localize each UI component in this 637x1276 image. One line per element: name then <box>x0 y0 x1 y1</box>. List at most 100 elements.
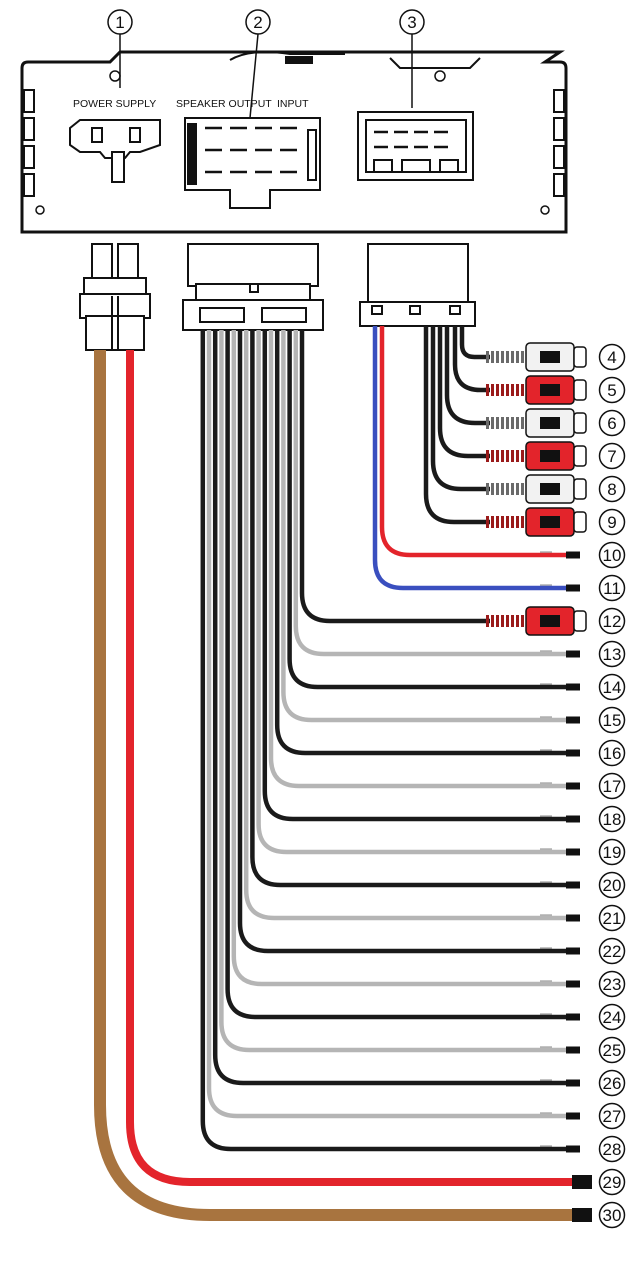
input-label: INPUT <box>277 98 309 110</box>
svg-text:25: 25 <box>603 1041 622 1060</box>
lead-tip-27 <box>566 1112 580 1120</box>
lead-tip-21 <box>566 914 580 922</box>
callout-17: 17 <box>598 772 626 800</box>
input-socket <box>357 111 474 181</box>
lead-tip-15 <box>566 716 580 724</box>
rca-plug-4 <box>486 342 587 372</box>
wire-11 <box>372 326 578 591</box>
svg-text:8: 8 <box>607 480 616 499</box>
callout-20: 20 <box>598 871 626 899</box>
svg-text:15: 15 <box>603 711 622 730</box>
callout-19: 19 <box>598 838 626 866</box>
wire-21 <box>243 330 578 921</box>
svg-text:2: 2 <box>253 13 262 32</box>
wire-9 <box>423 326 490 525</box>
rca-plug-7 <box>486 441 587 471</box>
terminal-30 <box>572 1208 592 1222</box>
wire-30 <box>94 350 575 1221</box>
callout-2: 2 <box>245 9 271 119</box>
svg-text:9: 9 <box>607 513 616 532</box>
svg-text:23: 23 <box>603 975 622 994</box>
callout-23: 23 <box>598 970 626 998</box>
callout-5: 5 <box>598 376 626 404</box>
speaker-plug <box>182 243 324 331</box>
lead-tip-20 <box>566 881 580 889</box>
wire-7 <box>437 326 490 459</box>
lead-tip-17 <box>566 782 580 790</box>
svg-text:30: 30 <box>603 1206 622 1225</box>
callout-25: 25 <box>598 1036 626 1064</box>
callout-26: 26 <box>598 1069 626 1097</box>
svg-text:28: 28 <box>603 1140 622 1159</box>
wire-14 <box>287 330 578 690</box>
callout-15: 15 <box>598 706 626 734</box>
svg-text:29: 29 <box>603 1173 622 1192</box>
wire-23 <box>231 330 578 987</box>
lead-tip-28 <box>566 1145 580 1153</box>
svg-text:12: 12 <box>603 612 622 631</box>
wire-12 <box>299 330 490 624</box>
callout-14: 14 <box>598 673 626 701</box>
callout-4: 4 <box>598 343 626 371</box>
wire-27 <box>206 330 578 1119</box>
callout-10: 10 <box>598 541 626 569</box>
callout-27: 27 <box>598 1102 626 1130</box>
speaker-socket <box>184 117 321 209</box>
lead-tip-23 <box>566 980 580 988</box>
power-socket <box>69 119 161 183</box>
rca-plug-6 <box>486 408 587 438</box>
svg-text:13: 13 <box>603 645 622 664</box>
svg-text:3: 3 <box>407 13 416 32</box>
input-plug <box>359 243 476 327</box>
lead-tip-13 <box>566 650 580 658</box>
svg-text:17: 17 <box>603 777 622 796</box>
svg-text:18: 18 <box>603 810 622 829</box>
callout-8: 8 <box>598 475 626 503</box>
terminal-29 <box>572 1175 592 1189</box>
power-supply-label: POWER SUPPLY <box>73 98 156 110</box>
callout-24: 24 <box>598 1003 626 1031</box>
svg-text:27: 27 <box>603 1107 622 1126</box>
callout-29: 29 <box>598 1168 626 1196</box>
svg-text:11: 11 <box>603 579 621 598</box>
callout-21: 21 <box>598 904 626 932</box>
wire-17 <box>268 330 578 789</box>
wire-13 <box>293 330 578 657</box>
lead-tip-19 <box>566 848 580 856</box>
wire-28 <box>200 330 578 1152</box>
callout-11: 11 <box>598 574 626 602</box>
wire-20 <box>250 330 578 888</box>
callout-22: 22 <box>598 937 626 965</box>
amplifier-housing <box>20 50 568 234</box>
lead-tip-10 <box>566 551 580 559</box>
callout-1: 1 <box>107 9 133 88</box>
wire-16 <box>274 330 578 756</box>
wire-15 <box>281 330 578 723</box>
svg-text:20: 20 <box>603 876 622 895</box>
wire-26 <box>212 330 578 1086</box>
svg-text:19: 19 <box>603 843 622 862</box>
wire-5 <box>452 326 490 393</box>
svg-text:14: 14 <box>603 678 622 697</box>
svg-text:6: 6 <box>607 414 616 433</box>
lead-tip-18 <box>566 815 580 823</box>
svg-text:10: 10 <box>603 546 622 565</box>
callout-7: 7 <box>598 442 626 470</box>
callout-28: 28 <box>598 1135 626 1163</box>
speaker-output-label: SPEAKER OUTPUT <box>176 98 272 110</box>
svg-text:4: 4 <box>607 348 616 367</box>
wire-29 <box>126 350 575 1186</box>
lead-tip-11 <box>566 584 580 592</box>
lead-tip-25 <box>566 1046 580 1054</box>
wire-6 <box>444 326 490 426</box>
rca-plug-9 <box>486 507 587 537</box>
wire-25 <box>219 330 578 1053</box>
callout-13: 13 <box>598 640 626 668</box>
rca-plug-12 <box>486 606 587 636</box>
wire-19 <box>256 330 578 855</box>
wire-22 <box>237 330 578 954</box>
callout-30: 30 <box>598 1201 626 1229</box>
lead-tip-26 <box>566 1079 580 1087</box>
callout-12: 12 <box>598 607 626 635</box>
